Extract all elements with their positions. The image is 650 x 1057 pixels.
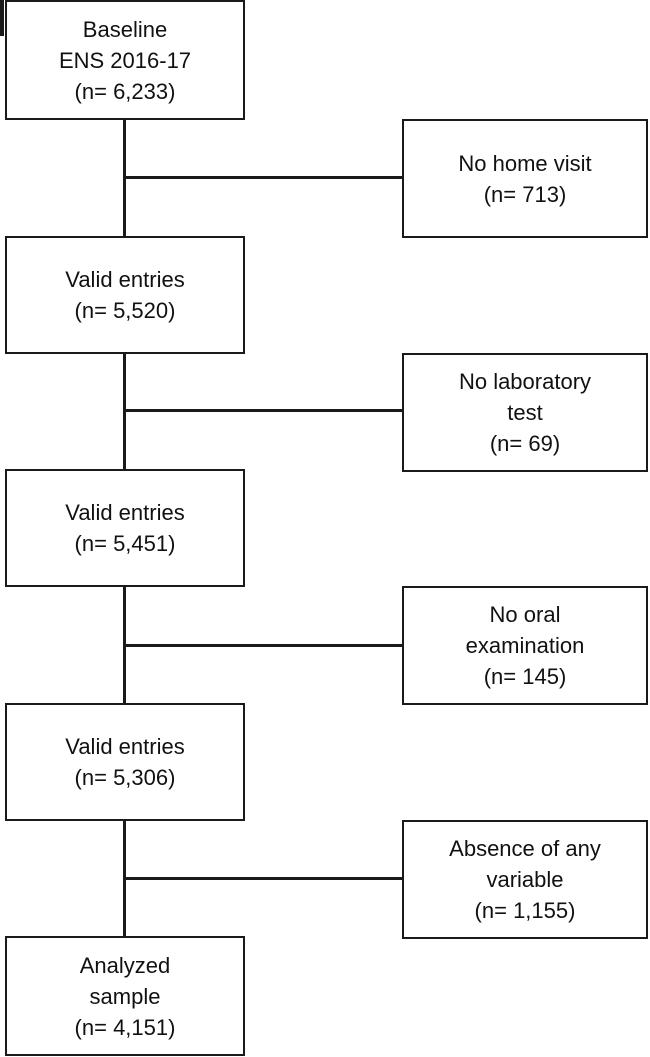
valid-entries-box-3-line-1: Valid entries bbox=[65, 734, 185, 759]
exclusion-box-laboratory-test-line-2: test bbox=[507, 400, 543, 425]
exclusion-box-laboratory-test-line-1: No laboratory bbox=[458, 369, 592, 394]
exclusion-box-oral-examination-line-2: examination bbox=[465, 633, 585, 658]
valid-entries-box-3-line-2: (n= 5,306) bbox=[74, 765, 176, 790]
connector-vertical-2 bbox=[123, 354, 126, 469]
valid-entries-box-2-line-1: Valid entries bbox=[65, 500, 185, 525]
exclusion-box-laboratory-test: No laboratory test (n= 69) bbox=[402, 353, 648, 472]
valid-entries-box-1-line-2: (n= 5,520) bbox=[74, 298, 176, 323]
connector-horizontal-2 bbox=[123, 409, 402, 412]
exclusion-box-missing-variable-line-2: variable bbox=[486, 867, 564, 892]
exclusion-box-missing-variable-line-1: Absence of any bbox=[449, 836, 601, 861]
connector-horizontal-4 bbox=[123, 877, 402, 880]
baseline-box-line-3: (n= 6,233) bbox=[74, 78, 176, 104]
exclusion-box-missing-variable: Absence of any variable (n= 1,155) bbox=[402, 820, 648, 939]
analyzed-sample-box-line-1: Analyzed bbox=[79, 952, 171, 978]
valid-entries-box-2-line-2: (n= 5,451) bbox=[74, 531, 176, 556]
valid-entries-box-1-line-1: Valid entries bbox=[65, 267, 185, 292]
exclusion-box-home-visit: No home visit (n= 713) bbox=[402, 119, 648, 238]
connector-horizontal-1 bbox=[123, 176, 402, 179]
exclusion-box-home-visit-line-1: No home visit bbox=[458, 150, 592, 176]
analyzed-sample-box-line-2: sample bbox=[89, 983, 161, 1009]
exclusion-box-oral-examination-line-3: (n= 145) bbox=[483, 664, 567, 689]
analyzed-sample-box-line-3: (n= 4,151) bbox=[74, 1014, 176, 1040]
valid-entries-box-3: Valid entries (n= 5,306) bbox=[5, 703, 245, 821]
exclusion-box-oral-examination-line-1: No oral bbox=[489, 602, 561, 627]
valid-entries-box-2: Valid entries (n= 5,451) bbox=[5, 469, 245, 587]
exclusion-box-laboratory-test-line-3: (n= 69) bbox=[489, 431, 561, 456]
analyzed-sample-box: Analyzed sample (n= 4,151) bbox=[5, 936, 245, 1056]
baseline-box-line-2: ENS 2016-17 bbox=[58, 47, 192, 73]
connector-horizontal-3 bbox=[123, 644, 402, 647]
exclusion-box-home-visit-line-2: (n= 713) bbox=[483, 181, 567, 207]
baseline-box-line-1: Baseline bbox=[82, 16, 168, 42]
corner-mark bbox=[0, 0, 4, 36]
exclusion-box-missing-variable-line-3: (n= 1,155) bbox=[474, 898, 576, 923]
exclusion-box-oral-examination: No oral examination (n= 145) bbox=[402, 586, 648, 705]
baseline-box: Baseline ENS 2016-17 (n= 6,233) bbox=[5, 0, 245, 120]
valid-entries-box-1: Valid entries (n= 5,520) bbox=[5, 236, 245, 354]
